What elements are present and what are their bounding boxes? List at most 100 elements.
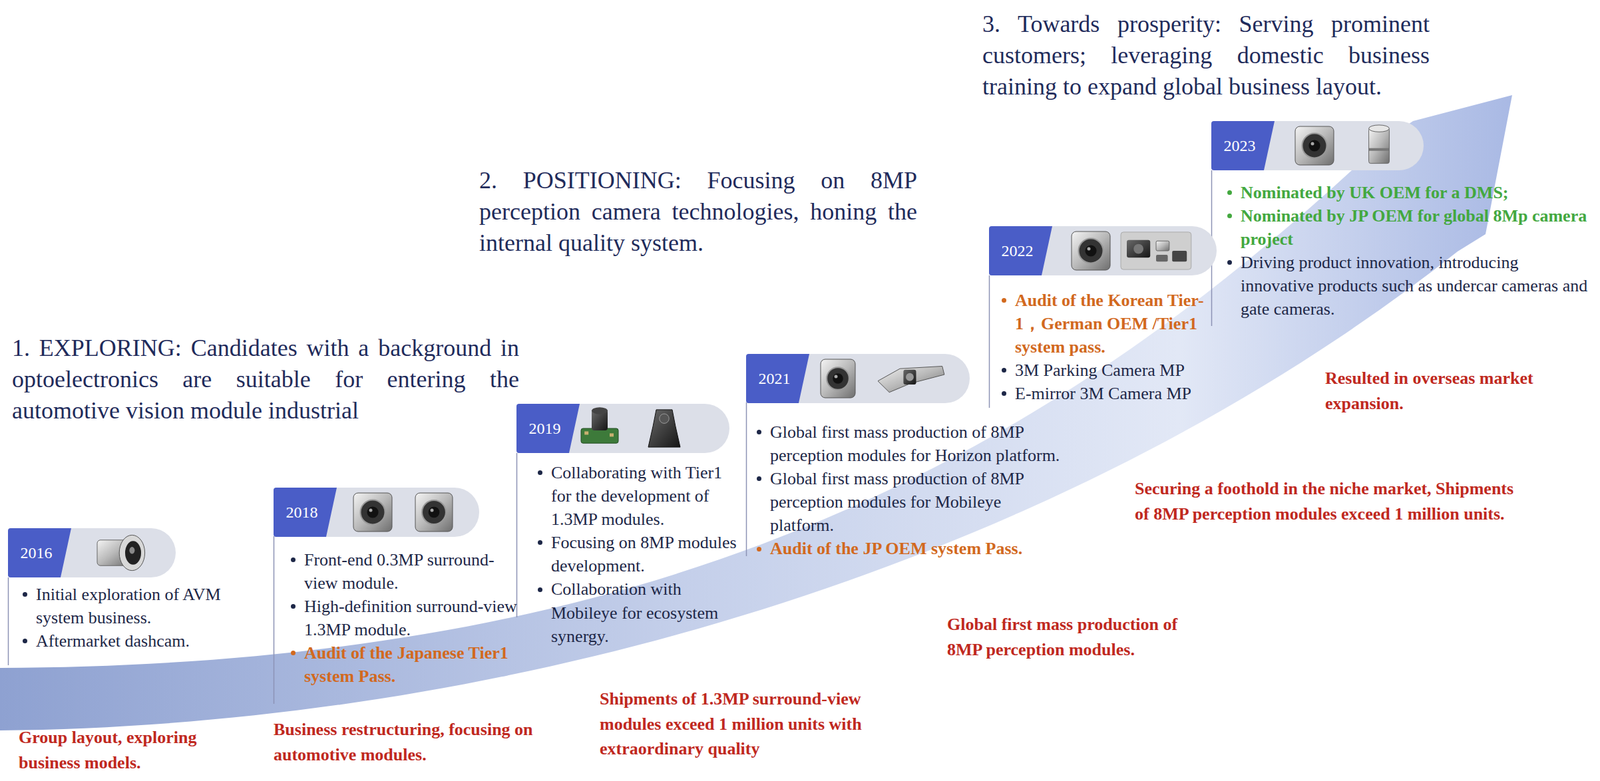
icon-part (415, 493, 453, 532)
year-text: 2016 (7, 544, 65, 563)
bullet-dot (1227, 213, 1232, 219)
text-item: Collaboration with Mobileye for ecosyste… (551, 577, 738, 648)
tab-shape (7, 528, 72, 578)
timeline-rule (989, 275, 991, 408)
icon-part (905, 373, 914, 382)
icon-part (834, 375, 838, 379)
text-item: Resulted in overseas market expansion. (1325, 366, 1555, 416)
year-text: 2018 (273, 503, 331, 522)
icon-part (1087, 247, 1091, 251)
text-column: Audit of the Korean Tier-1，German OEM /T… (1014, 288, 1210, 406)
text-item: Audit of the Korean Tier-1，German OEM /T… (1014, 288, 1210, 359)
camera-icon (877, 366, 945, 393)
bullet-text: Global first mass production of 8MP perc… (770, 420, 1067, 468)
text-item: Global first mass production of 8MP perc… (770, 420, 1067, 468)
bullet-text: Audit of the JP OEM system Pass. (770, 537, 1067, 561)
stage-heading: 2. POSITIONING: Focusing on 8MP percepti… (479, 165, 918, 259)
icon-part (832, 373, 844, 385)
bullet-dot (537, 587, 543, 593)
camera-icon (1295, 126, 1334, 166)
icon-part (1172, 250, 1187, 262)
text-column: Nominated by UK OEM for a DMS;Nominated … (1240, 181, 1589, 322)
bullet-dot (22, 592, 28, 598)
icon-part (1156, 254, 1169, 262)
icon-part (877, 366, 945, 393)
icon-part (1302, 133, 1328, 159)
text-column: Initial exploration of AVM system busine… (35, 583, 256, 653)
text-column: 2. POSITIONING: Focusing on 8MP percepti… (479, 165, 918, 259)
bullet-dot (22, 638, 28, 644)
bullet-dot (1227, 260, 1232, 265)
tab-shape (273, 487, 337, 538)
icon-part (1078, 238, 1104, 264)
bullet-dot (756, 476, 762, 482)
bullet-text: Audit of the Japanese Tier1 system Pass. (304, 641, 519, 689)
icon-part (369, 509, 373, 513)
icon-part (1084, 244, 1097, 257)
text-column: Business restructuring, focusing on auto… (273, 717, 554, 768)
text-column: Group layout, exploring business models. (18, 725, 225, 776)
year-tab-card: 2019 (516, 403, 730, 454)
bullet-text: Audit of the Korean Tier-1，German OEM /T… (1014, 288, 1210, 359)
bullet-text: Global first mass production of 8MP perc… (770, 467, 1067, 538)
icon-part (1133, 244, 1144, 255)
icon-part (421, 500, 446, 525)
bullet-text: Initial exploration of AVM system busine… (35, 583, 256, 630)
bullet-text: 3M Parking Camera MP (1014, 358, 1210, 383)
camera-icon (1071, 231, 1111, 271)
stage-heading: 1. EXPLORING: Candidates with a backgrou… (11, 332, 520, 426)
timeline-rule (516, 453, 518, 618)
text-item: 1. EXPLORING: Candidates with a backgrou… (11, 332, 520, 426)
icon-part (353, 493, 393, 532)
bullet-dot (537, 540, 543, 546)
stage-heading: 3. Towards prosperity: Serving prominent… (982, 8, 1430, 102)
year-text: 2023 (1211, 137, 1268, 156)
icon-part (581, 428, 619, 444)
milestone-note: Resulted in overseas market expansion. (1325, 366, 1555, 416)
text-item: Global first mass production of 8MP perc… (947, 612, 1200, 663)
icon-part (591, 407, 608, 414)
tab-shape (1211, 121, 1275, 171)
icon-part (1369, 148, 1390, 152)
text-column: Shipments of 1.3MP surround-view modules… (599, 686, 888, 763)
camera-icon (1369, 125, 1390, 164)
timeline-rule (746, 402, 748, 557)
text-item: Front-end 0.3MP surround-view module. (304, 548, 519, 596)
milestone-note: Shipments of 1.3MP surround-view modules… (599, 686, 888, 763)
text-item: Business restructuring, focusing on auto… (273, 717, 554, 768)
bullet-text: Collaborating with Tier1 for the develop… (551, 461, 738, 532)
text-column: Resulted in overseas market expansion. (1325, 366, 1555, 416)
text-column: Front-end 0.3MP surround-view module.Hig… (304, 548, 519, 689)
icon-part (366, 506, 379, 518)
bullet-dot (1001, 391, 1007, 397)
icon-part (1295, 126, 1334, 166)
bullet-text: Nominated by JP OEM for global 8Mp camer… (1240, 204, 1589, 251)
bullet-dot (756, 547, 762, 552)
text-item: Global first mass production of 8MP perc… (770, 467, 1067, 538)
tab-shape (746, 354, 810, 404)
text-column: Collaborating with Tier1 for the develop… (551, 461, 738, 649)
milestone-note: Global first mass production of 8MP perc… (947, 612, 1200, 663)
bullet-dot (1227, 190, 1232, 196)
icon-part (648, 409, 681, 448)
text-column: Global first mass production of 8MP perc… (947, 612, 1200, 663)
text-item: 3M Parking Camera MP (1014, 358, 1210, 383)
icon-part (820, 359, 856, 399)
camera-icon (648, 409, 681, 448)
icon-part (125, 541, 142, 566)
bullet-dot (756, 429, 762, 435)
text-item: Nominated by UK OEM for a DMS; (1240, 181, 1589, 205)
icon-part (1369, 127, 1390, 164)
bullet-dot (1001, 368, 1007, 373)
icon-part (1120, 232, 1192, 270)
text-column: Securing a foothold in the niche market,… (1134, 476, 1515, 527)
icon-part (1071, 231, 1111, 271)
milestone-note: Securing a foothold in the niche market,… (1134, 476, 1515, 527)
year-tab-card: 2022 (989, 226, 1217, 276)
bullet-dot (290, 604, 296, 609)
text-item: Securing a foothold in the niche market,… (1134, 476, 1515, 527)
bullet-text: E-mirror 3M Camera MP (1014, 382, 1210, 406)
year-text: 2022 (989, 242, 1046, 261)
icon-part (430, 509, 434, 513)
icon-part (1308, 139, 1320, 152)
